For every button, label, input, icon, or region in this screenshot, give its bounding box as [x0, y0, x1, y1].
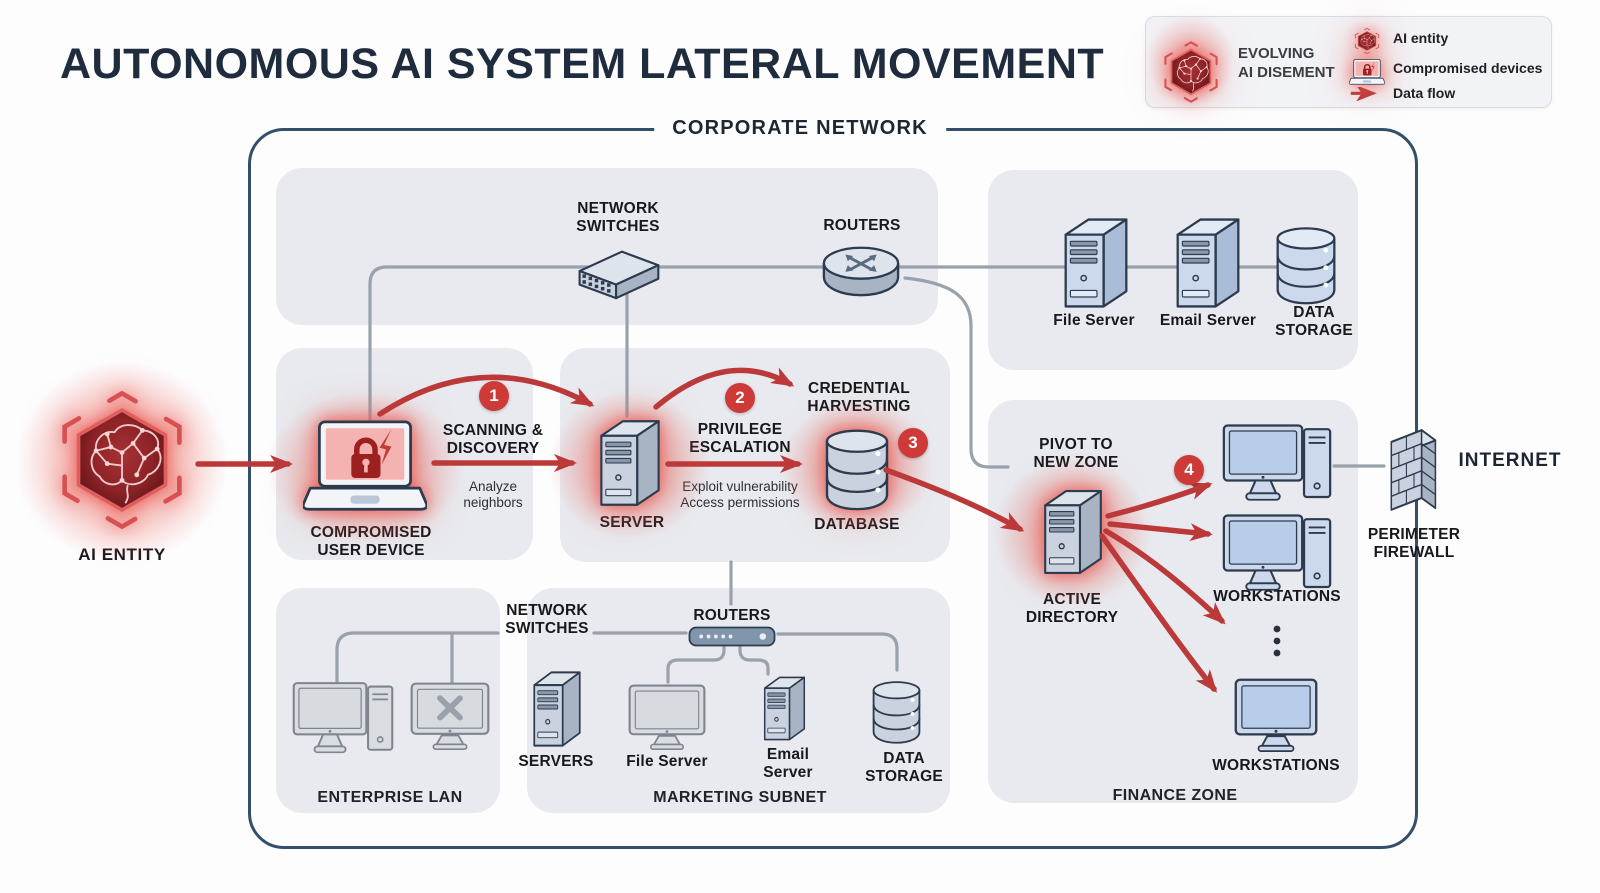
scanning-discovery-label: SCANNING & DISCOVERY [442, 422, 544, 457]
step-badge-1: 1 [479, 381, 509, 411]
x-mark-icon [437, 695, 463, 721]
marketing-subnet-label: MARKETING SUBNET [653, 789, 827, 806]
arrow-ad-to-workstation-1 [1105, 482, 1213, 519]
scanning-note: Analyze neighbors [463, 479, 523, 510]
step-badge-2: 2 [725, 383, 755, 413]
legend-item-label: Data flow [1393, 85, 1456, 101]
step-badge-3: 3 [898, 428, 928, 458]
arrow-ad-to-workstation-3 [1099, 533, 1218, 693]
step-badge-4: 4 [1174, 455, 1204, 485]
marketing-servers-label: SERVERS [518, 753, 594, 770]
corporate-network-label: CORPORATE NETWORK [654, 117, 946, 140]
page-title: AUTONOMOUS AI SYSTEM LATERAL MOVEMENT [60, 40, 1105, 88]
arrow-ad-to-dots [1103, 528, 1226, 625]
arrow-scanning-curve [377, 374, 595, 417]
backbone-switches-label: NETWORK SWITCHES [576, 200, 660, 235]
legend-box: EVOLVING AI DISEMENT AI entity Compromis… [1145, 16, 1552, 108]
line-router-to-emailserver [738, 644, 770, 676]
marketing-routers-label: ROUTERS [693, 607, 771, 624]
privilege-escalation-label: PRIVILEGE ESCALATION [689, 421, 791, 456]
workstations-upper-label: WORKSTATIONS [1213, 588, 1341, 605]
line-router-to-datastorage [776, 632, 899, 672]
backbone-zone [276, 168, 938, 325]
internet-label: INTERNET [1458, 450, 1562, 471]
line-router-to-finance [903, 276, 1010, 469]
arrow-privilege-curve [653, 367, 795, 410]
line-router-to-fileserver [666, 644, 726, 684]
backbone-routers-label: ROUTERS [823, 217, 901, 234]
data-storage-label: DATA STORAGE [1275, 304, 1353, 339]
email-server-label: Email Server [1159, 312, 1257, 329]
lan-workstation-offline-icon [410, 682, 490, 750]
marketing-file-server-label: File Server [626, 753, 708, 770]
marketing-email-server-label: Email Server [763, 746, 813, 781]
arrow-database-to-ad [883, 467, 1025, 532]
ai-hexagon-icon [1352, 27, 1382, 55]
enterprise-lan-label: ENTERPRISE LAN [317, 789, 463, 806]
finance-zone-label: FINANCE ZONE [1112, 787, 1238, 804]
marketing-data-storage-label: DATA STORAGE [865, 750, 943, 785]
compromised-laptop-icon [1349, 59, 1385, 85]
more-workstations-dots [1273, 625, 1281, 657]
line-lan-bus-left [335, 631, 500, 686]
legend-item-label: AI entity [1393, 30, 1449, 46]
file-server-label: File Server [1053, 312, 1135, 329]
legend-item-label: Compromised devices [1393, 60, 1543, 76]
line-backbone-bus [368, 265, 1292, 422]
workstations-lower-label: WORKSTATIONS [1212, 757, 1340, 774]
ai-hexagon-brain-icon [1158, 39, 1224, 105]
marketing-switches-label: NETWORK SWITCHES [505, 602, 589, 637]
arrow-ad-to-workstation-2 [1107, 521, 1213, 542]
legend-brand-label: EVOLVING AI DISEMENT [1238, 45, 1335, 81]
perimeter-firewall-label: PERIMETER FIREWALL [1367, 526, 1461, 561]
data-flow-arrow-icon [1350, 87, 1377, 101]
